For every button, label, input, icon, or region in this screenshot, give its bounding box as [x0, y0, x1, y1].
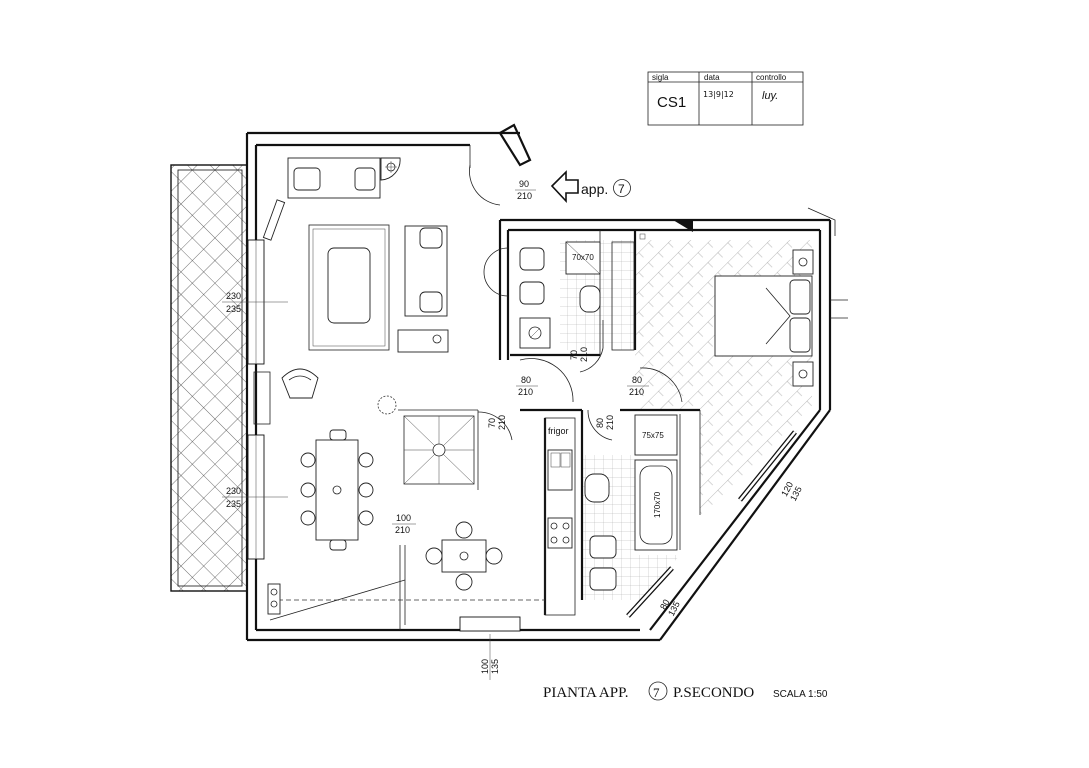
living-sofa-top: [287, 157, 381, 199]
wardrobe: [639, 233, 646, 240]
floor-lamp-top: [380, 157, 401, 181]
dim-window-bedroom: 120 135: [779, 480, 804, 503]
dim-width: 100: [480, 659, 490, 674]
side-table: [397, 329, 449, 353]
dim-window-living-bottom: 230 235: [222, 486, 288, 509]
bath2-fixtures: [584, 414, 681, 591]
dim-width: 80: [595, 418, 605, 428]
double-bed: [714, 275, 813, 357]
dim-height: 210: [517, 191, 532, 201]
spiral-stair: [403, 415, 475, 485]
title-number: 7: [653, 685, 660, 700]
dim-height: 235: [226, 499, 241, 509]
stamp-date-value: 13|9|12: [703, 90, 734, 99]
dim-door-bedroom: 80 210: [627, 375, 649, 397]
dim-height: 210: [605, 415, 615, 430]
dim-width: 70: [487, 418, 497, 428]
west-windows: [247, 239, 271, 560]
living-sofa-side: [404, 225, 448, 317]
dim-width: 230: [226, 291, 241, 301]
stamp-header-data: data: [704, 73, 720, 82]
living-rug-table: [308, 224, 390, 351]
title-number-circle: [648, 681, 668, 701]
bedroom-window: [738, 430, 797, 502]
title-suffix: P.SECONDO: [673, 685, 754, 701]
armchair: [281, 368, 319, 399]
nightstand-top: [792, 249, 814, 275]
bath1-fixtures: [519, 241, 635, 351]
dim-window-kitchen: 100 135: [480, 659, 500, 674]
dim-width: 80: [521, 375, 531, 385]
dim-door-bath1: 70 210: [569, 347, 589, 362]
entrance-number-circle: [613, 179, 631, 197]
entrance-label: app.: [581, 181, 608, 197]
dim-height: 235: [226, 304, 241, 314]
bath2-window: [626, 566, 674, 618]
dim-door-bath2: 80 210: [595, 415, 615, 430]
kitchen-window: [459, 616, 521, 632]
plant: [377, 395, 397, 415]
stamp-check-value: luy.: [762, 90, 778, 102]
dim-door-hall: 80 210: [516, 375, 538, 397]
dim-width: 70: [569, 350, 579, 360]
bath1-window-arc: [483, 247, 509, 297]
dim-height: 210: [395, 525, 410, 535]
dim-width: 80: [658, 598, 672, 612]
door-swings: [399, 145, 683, 630]
title-prefix: PIANTA APP.: [543, 685, 629, 701]
dim-height: 135: [490, 659, 500, 674]
entrance-arrow-icon: [550, 170, 579, 204]
tv-unit: [262, 199, 286, 241]
dim-height: 210: [497, 415, 507, 430]
nightstand-bottom: [792, 361, 814, 387]
dim-door-entrance: 90 210: [515, 179, 536, 201]
shower-bath1-label: 70x70: [572, 253, 594, 262]
kitchen-counter: [544, 417, 576, 616]
kitchen-dashed-diag: [269, 579, 406, 621]
stamp-header-controllo: controllo: [756, 73, 787, 82]
stamp-sigla-value: CS1: [657, 94, 686, 111]
dim-width: 100: [396, 513, 411, 523]
dim-door-kitchen: 100 210: [392, 513, 416, 535]
shower-bath2-label: 75x75: [642, 431, 664, 440]
dim-height: 210: [518, 387, 533, 397]
fridge-label: frigor: [548, 426, 569, 436]
dining-set: [300, 429, 374, 551]
dim-window-living-top: 230 235: [222, 291, 288, 314]
dim-width: 90: [519, 179, 529, 189]
stamp-header-sigla: sigla: [652, 73, 669, 82]
dim-height: 210: [629, 387, 644, 397]
dim-door-stair: 70 210: [487, 415, 507, 430]
plan-title: PIANTA APP. 7 P.SECONDO SCALA 1:50: [543, 681, 828, 701]
bathtub-label: 170x70: [653, 491, 662, 518]
title-scale: SCALA 1:50: [773, 689, 828, 700]
entrance-number: 7: [618, 182, 625, 196]
approval-stamp: sigla data controllo CS1 13|9|12 luy.: [647, 71, 804, 126]
dim-height: 210: [579, 347, 589, 362]
kitchen-table: [425, 521, 503, 591]
dim-width: 80: [632, 375, 642, 385]
balcony: [170, 164, 248, 592]
dim-width: 230: [226, 486, 241, 496]
